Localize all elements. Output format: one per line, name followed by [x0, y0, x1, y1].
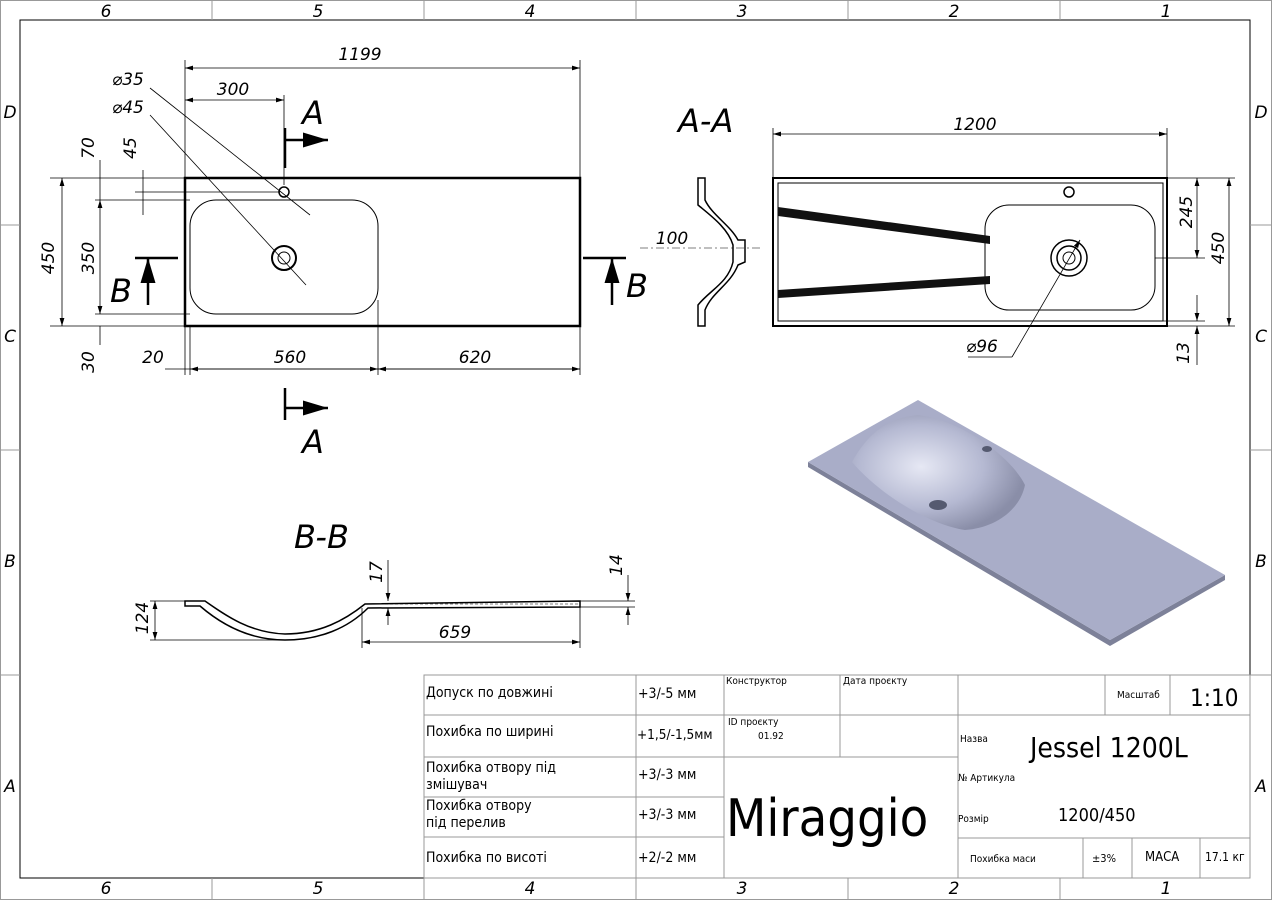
dim-70: 70 — [79, 137, 99, 159]
row-label: B — [4, 552, 16, 572]
section-aa-title: A-A — [676, 102, 733, 140]
tolerance-label: змішувач — [426, 777, 487, 793]
name-label: Назва — [960, 734, 988, 745]
section-bb: B-B 17 14 124 659 — [133, 518, 635, 648]
article-label: № Артикула — [958, 773, 1015, 784]
project-id-label: ID проєкту — [728, 717, 779, 728]
col-label: 6 — [101, 2, 112, 22]
dim-300: 300 — [217, 80, 249, 100]
project-id: 01.92 — [758, 731, 784, 742]
top-view: 1199 300 ⌀35 ⌀45 70 45 450 350 30 20 560… — [39, 45, 648, 461]
dim-14: 14 — [607, 554, 627, 576]
col-label: 6 — [101, 879, 112, 899]
col-label: 2 — [949, 2, 960, 22]
col-label: 4 — [525, 879, 536, 899]
mass-tolerance-label: Похибка маси — [970, 853, 1036, 865]
dim-450: 450 — [39, 242, 59, 274]
section-a-label: A — [300, 423, 324, 461]
scale-value: 1:10 — [1190, 684, 1238, 712]
tolerance-value: +3/-3 мм — [638, 767, 696, 783]
product-name: Jessel 1200L — [1028, 731, 1188, 764]
dim-dia-45: ⌀45 — [112, 98, 144, 118]
mass-value: 17.1 кг — [1205, 850, 1245, 864]
section-aa: A-A 100 1200 245 450 13 ⌀96 — [640, 102, 1235, 365]
section-b-label: B — [110, 272, 132, 310]
dim-45: 45 — [121, 137, 141, 159]
col-label: 5 — [313, 2, 324, 22]
col-label: 4 — [525, 2, 536, 22]
drain-hole — [271, 245, 297, 271]
dim-659: 659 — [439, 623, 471, 643]
dim-100: 100 — [656, 229, 688, 249]
dim-dia-96: ⌀96 — [966, 337, 998, 357]
col-label: 5 — [313, 879, 324, 899]
row-label: C — [1255, 327, 1267, 347]
col-label: 2 — [949, 879, 960, 899]
col-label: 1 — [1161, 2, 1172, 22]
size-label: Розмір — [958, 813, 989, 825]
row-label: D — [1254, 103, 1267, 123]
dim-450: 450 — [1209, 232, 1229, 264]
sink-3d-render — [808, 400, 1225, 646]
tolerance-label: Похибка отвору під — [426, 760, 556, 776]
dim-350: 350 — [79, 242, 99, 274]
tolerance-value: +3/-5 мм — [638, 686, 696, 702]
date-label: Дата проєкту — [843, 676, 908, 687]
tolerance-label: Допуск по довжині — [426, 685, 553, 701]
tolerance-label: Похибка по ширині — [426, 724, 553, 740]
size-value: 1200/450 — [1058, 805, 1136, 826]
dim-1200: 1200 — [953, 115, 996, 135]
mass-tolerance: ±3% — [1092, 852, 1116, 865]
dim-30: 30 — [79, 351, 99, 373]
tolerance-label: Похибка отвору — [426, 798, 532, 814]
col-label: 3 — [737, 2, 748, 22]
dim-245: 245 — [1177, 196, 1197, 228]
row-label: B — [1255, 552, 1267, 572]
tolerance-value: +1,5/-1,5мм — [637, 727, 713, 743]
tolerance-value: +3/-3 мм — [638, 807, 696, 823]
tolerance-label: під перелив — [426, 815, 506, 831]
dim-17: 17 — [367, 561, 387, 583]
dim-560: 560 — [274, 348, 306, 368]
row-label: A — [1254, 777, 1267, 797]
row-label: C — [4, 327, 16, 347]
col-label: 3 — [737, 879, 748, 899]
section-a-label: A — [300, 94, 324, 132]
designer-label: Конструктор — [726, 676, 787, 687]
dim-1199: 1199 — [338, 45, 381, 65]
row-label: A — [3, 777, 16, 797]
row-label: D — [3, 103, 16, 123]
brand-logo: Miraggio — [726, 789, 928, 849]
section-b-label: B — [626, 267, 648, 305]
dim-124: 124 — [133, 602, 153, 634]
title-block: Допуск по довжині Похибка по ширині Похи… — [426, 676, 1245, 866]
mass-label: МАСА — [1145, 850, 1179, 865]
dim-13: 13 — [1174, 342, 1194, 364]
tolerance-value: +2/-2 мм — [638, 850, 696, 866]
section-bb-title: B-B — [294, 518, 349, 556]
dim-20: 20 — [142, 348, 164, 368]
title-block-grid — [423, 674, 1251, 879]
scale-label: Масштаб — [1117, 689, 1160, 701]
tolerance-label: Похибка по висоті — [426, 850, 547, 866]
dim-dia-35: ⌀35 — [112, 70, 144, 90]
dim-620: 620 — [459, 348, 491, 368]
col-label: 1 — [1161, 879, 1172, 899]
